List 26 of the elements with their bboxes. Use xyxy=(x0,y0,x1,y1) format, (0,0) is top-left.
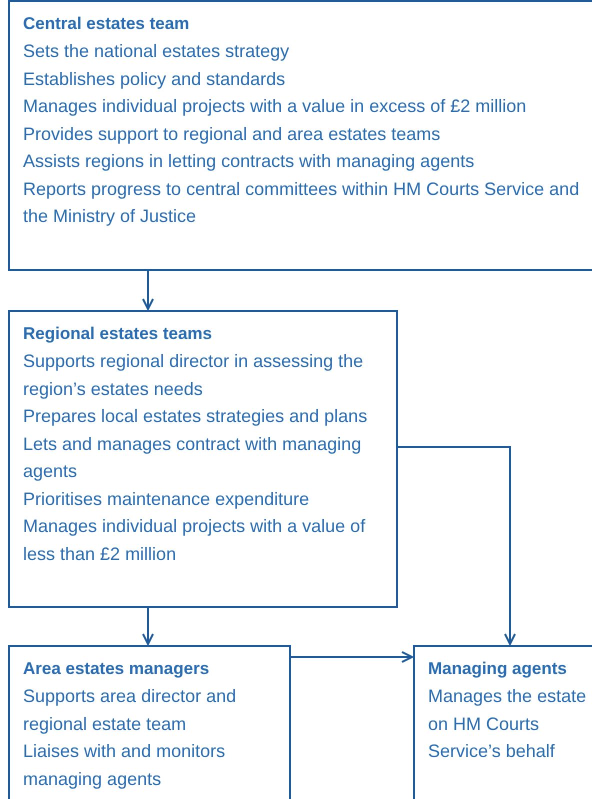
process-box xyxy=(413,645,592,799)
box-item: Establishes policy and standards xyxy=(23,68,286,91)
arrow xyxy=(142,271,154,310)
box-item: Reports progress to central committees within HM Courts Service and the Ministry of Justice xyxy=(23,178,580,228)
box-item: Manages the estate on HM Courts Service’s behalf xyxy=(428,685,588,763)
box-item: Prioritises maintenance expenditure xyxy=(23,488,310,511)
box-item: Lets and manages contract with managing agents xyxy=(23,432,362,483)
box-item: Supports area director and regional estate team xyxy=(23,685,238,736)
process-box xyxy=(8,645,291,799)
arrow xyxy=(142,608,154,645)
box-item: Supports regional director in assessing the region’s estates needs xyxy=(23,350,364,401)
box-item: Manages individual projects with a value in excess of £2 million xyxy=(23,95,528,118)
box-heading: Central estates team xyxy=(23,13,190,35)
box-item: Prepares local estates strategies and plans xyxy=(23,405,368,428)
box-heading: Managing agents xyxy=(428,658,568,680)
box-item: Liaises with and monitors managing agents xyxy=(23,740,226,791)
box-heading: Area estates managers xyxy=(23,658,210,680)
box-item: Sets the national estates strategy xyxy=(23,40,290,63)
process-box xyxy=(8,0,592,271)
box-item: Manages individual projects with a value of less than £2 million xyxy=(23,515,366,566)
box-item: Assists regions in letting contracts with managing agents xyxy=(23,150,476,173)
box-item: Provides support to regional and area estates teams xyxy=(23,122,442,146)
arrow xyxy=(291,651,413,663)
box-heading: Regional estates teams xyxy=(23,323,213,345)
arrow xyxy=(398,446,516,645)
process-box xyxy=(8,310,398,608)
